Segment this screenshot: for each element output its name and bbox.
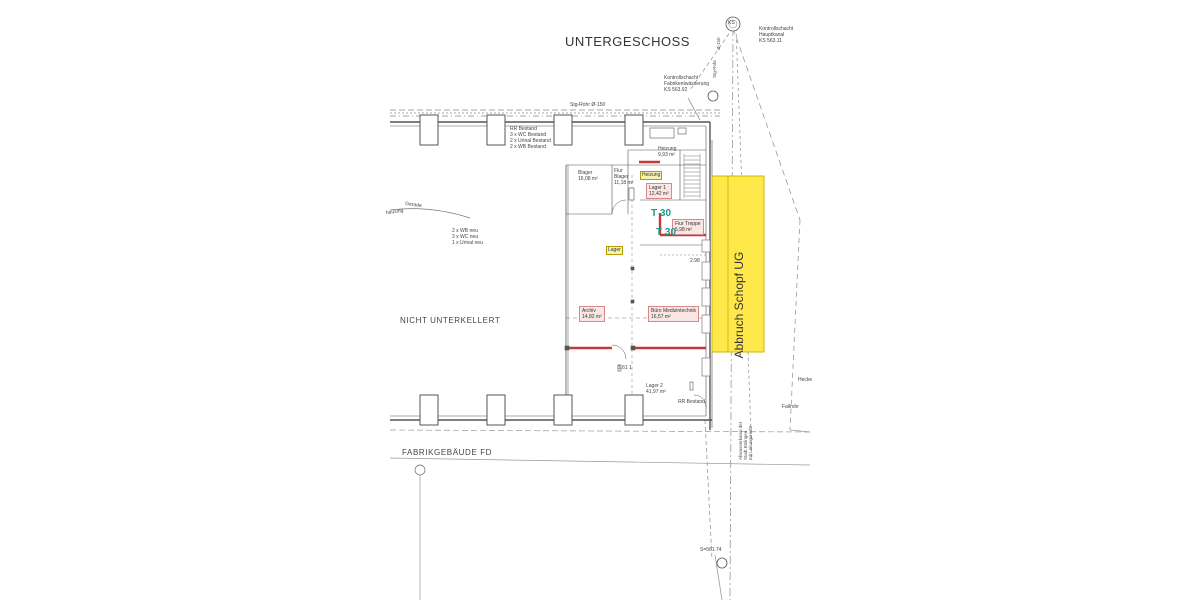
- corner-marker: [414, 464, 426, 476]
- sanitary-new: 2 x WB neu 3 x WC neu 1 x Urinal neu: [452, 228, 483, 246]
- fabrik-shaft-symbol: [707, 90, 719, 102]
- demolition-label: Abbruch Schopf UG: [732, 251, 746, 359]
- elevation-label: S=561.74: [700, 547, 722, 553]
- tag-heizung: Heizung: [640, 171, 663, 180]
- room-heizung: Heizung 9,93 m²: [658, 146, 677, 158]
- sanitary-existing: RR Bestand 3 x WC Bestand 2 x Urinal Bes…: [510, 126, 551, 150]
- curved-line: [389, 208, 471, 219]
- demolition-area: [711, 175, 765, 353]
- ks-symbol: [725, 16, 741, 32]
- room-archiv: Archiv 14,82 m²: [579, 306, 605, 322]
- fire-door-t30-a: T 30: [651, 208, 672, 219]
- stg-rohr-label: Stg-Rohr Ø-150: [570, 102, 606, 108]
- dimension-b: 1.61 1: [618, 365, 632, 371]
- dimension-a: 2.98: [690, 258, 700, 264]
- room-blager: Blager 16,08 m²: [578, 170, 598, 182]
- room-lager2: Lager 2 41,97 m²: [646, 383, 666, 395]
- kontrollschacht-haupt: Kontrollschacht Hauptkanal KS 563.11: [759, 26, 794, 44]
- right-wall-windows: [701, 239, 711, 377]
- pillars: [419, 114, 644, 426]
- red-walls: [568, 160, 706, 350]
- hecke-label: Hecke: [798, 377, 813, 383]
- kontrollschacht-fabrik: Kontrollschacht Fabrikentwässerung KS 56…: [664, 75, 710, 93]
- not-basement-label: NICHT UNTERKELLERT: [400, 316, 501, 325]
- room-flur-treppe: Flur Treppe 5,98 m²: [672, 219, 704, 235]
- elevation-shaft-symbol: [716, 557, 728, 569]
- site-lines: [389, 429, 811, 600]
- plan-title: UNTERGESCHOSS: [565, 34, 690, 49]
- stg-rohr-vertical: Stg-Rohr: [712, 59, 717, 78]
- room-flur-blager: Flur Blager 11,18 m²: [614, 168, 634, 186]
- pipe-label-vertical: Ø-150: [716, 37, 721, 50]
- room-lager1: Lager 1 12,42 m²: [646, 183, 672, 199]
- abwasser-kanal-label: Abwasserkanal der Stadt Bölingen mit Lei…: [738, 421, 753, 460]
- fire-door-t30-b: T 30: [656, 227, 677, 238]
- tag-lager: Lager: [606, 246, 623, 255]
- factory-building-label: FABRIKGEBÄUDE FD: [402, 448, 493, 457]
- ks-label: KS: [728, 20, 735, 26]
- room-buero: Büro Medizintechnik 16,57 m²: [648, 306, 700, 322]
- fixtures: [564, 127, 694, 391]
- fallrohr-label: Fallrohr: [782, 404, 799, 410]
- stairs: [683, 154, 701, 198]
- rr-bestand-label: RR Bestand: [678, 399, 705, 405]
